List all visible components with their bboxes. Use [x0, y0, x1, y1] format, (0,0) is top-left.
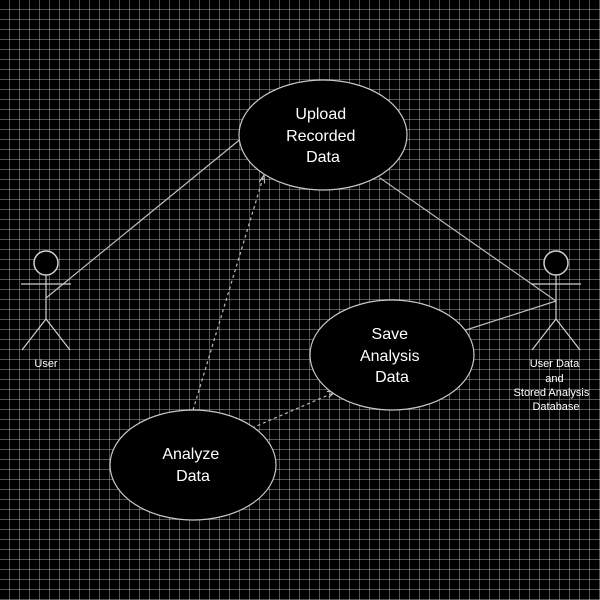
actor-user[interactable]: User	[21, 250, 71, 370]
use-case-analyze-line-1: Analyze	[162, 446, 219, 463]
actor-user-right-leg	[45, 318, 71, 351]
use-case-upload-recorded-data[interactable]: Upload Recorded Data	[238, 79, 408, 191]
association-save-database	[465, 300, 557, 331]
use-case-save-label: Save Analysis Data	[360, 326, 424, 386]
association-user-upload	[45, 136, 244, 299]
use-case-save-line-1: Save	[372, 326, 409, 343]
actor-database-head	[543, 250, 569, 276]
use-case-upload-line-2: Recorded	[286, 128, 355, 145]
use-case-analyze-label: Analyze Data	[162, 446, 223, 485]
dependency-analyze-save	[251, 392, 334, 429]
actor-database-label-line-4: Database	[532, 401, 579, 413]
actor-database-right-leg	[555, 318, 581, 351]
use-case-analyze-ellipse	[109, 409, 277, 521]
use-case-save-line-3: Data	[375, 369, 409, 386]
use-case-save-line-2: Analysis	[360, 348, 420, 365]
use-case-save-analysis-data[interactable]: Save Analysis Data	[309, 299, 475, 411]
actor-database[interactable]: User Data and Stored Analysis Database	[514, 250, 593, 413]
use-case-analyze-line-2: Data	[176, 468, 210, 485]
association-upload-database	[379, 177, 557, 302]
use-case-save-ellipse	[309, 299, 475, 411]
dependency-analyze-upload	[192, 177, 264, 411]
actor-user-label-line-1: User	[34, 358, 58, 370]
use-case-upload-line-3: Data	[306, 149, 340, 166]
use-case-analyze-data[interactable]: Analyze Data	[109, 409, 277, 521]
actor-database-left-leg	[531, 318, 557, 351]
actor-database-label-line-2: and	[545, 373, 563, 385]
actor-database-label-line-3: Stored Analysis	[514, 387, 590, 399]
actor-user-label: User	[34, 358, 58, 370]
actor-database-label-line-1: User Data	[530, 358, 580, 370]
actor-database-label: User Data and Stored Analysis Database	[514, 358, 593, 413]
actor-user-left-leg	[21, 318, 47, 351]
actor-user-head	[33, 250, 59, 276]
use-case-upload-label: Upload Recorded Data	[286, 106, 360, 166]
use-case-upload-ellipse	[238, 79, 408, 191]
arrowhead-upload	[258, 173, 266, 184]
use-case-upload-line-1: Upload	[295, 106, 346, 123]
